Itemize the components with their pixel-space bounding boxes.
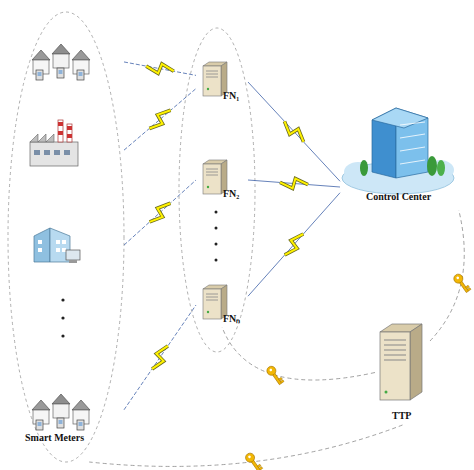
wireless-link bbox=[124, 305, 196, 410]
lightning-outline bbox=[146, 64, 174, 74]
key-icon bbox=[265, 365, 284, 387]
key-icon bbox=[244, 451, 263, 470]
node-label: FN₁ bbox=[223, 90, 239, 102]
lightning-outline bbox=[152, 346, 168, 369]
key-bow bbox=[265, 365, 278, 378]
key-bow bbox=[452, 272, 465, 285]
key-tooth bbox=[280, 380, 284, 383]
lightning-bolt bbox=[285, 121, 304, 141]
key-hole bbox=[269, 368, 273, 372]
trusted-third-party: TTP bbox=[375, 320, 430, 425]
lightning-bolt bbox=[149, 110, 170, 128]
lightning-outline bbox=[149, 110, 170, 128]
wireless-link bbox=[124, 180, 196, 245]
lightning-outline bbox=[285, 234, 304, 255]
key-hole bbox=[248, 455, 252, 459]
key-distribution-link bbox=[430, 210, 471, 341]
key-tooth bbox=[279, 377, 283, 380]
key-distribution-link bbox=[222, 327, 375, 386]
lightning-bolt bbox=[285, 234, 304, 255]
fog-node: FN₂ bbox=[196, 158, 248, 202]
wireless-link bbox=[248, 179, 340, 189]
lightning-bolt bbox=[150, 203, 171, 222]
link-line bbox=[248, 82, 340, 181]
lightning-bolt bbox=[146, 64, 174, 74]
dashed-curve bbox=[430, 210, 464, 341]
link-line bbox=[124, 180, 196, 245]
lightning-outline bbox=[150, 203, 171, 222]
link-line bbox=[124, 305, 196, 410]
wireless-link bbox=[248, 193, 340, 296]
key-tooth bbox=[257, 464, 261, 467]
control-center: Control Center bbox=[340, 95, 465, 210]
node-label: TTP bbox=[392, 410, 411, 422]
key-tooth bbox=[259, 467, 263, 470]
lightning-outline bbox=[285, 121, 304, 141]
lightning-bolt bbox=[152, 346, 168, 369]
key-distribution-link bbox=[89, 425, 402, 470]
key-icon bbox=[452, 272, 471, 294]
wireless-link bbox=[124, 62, 196, 75]
node-label: FN₂ bbox=[223, 188, 239, 200]
key-bow bbox=[244, 451, 257, 464]
key-hole bbox=[456, 276, 460, 280]
dashed-curve bbox=[89, 425, 402, 466]
fog-node: FN₁ bbox=[196, 60, 248, 104]
wireless-link bbox=[248, 82, 340, 181]
key-tooth bbox=[466, 285, 470, 288]
key-tooth bbox=[467, 288, 471, 291]
wireless-link bbox=[124, 89, 196, 151]
node-label: FNₙ bbox=[223, 313, 240, 325]
lightning-bolt bbox=[280, 179, 308, 189]
smart-meter-group: Smart Meters bbox=[8, 12, 124, 462]
node-label: Smart Meters bbox=[25, 432, 84, 444]
link-line bbox=[124, 89, 196, 151]
node-label: Control Center bbox=[366, 191, 431, 203]
lightning-outline bbox=[280, 179, 308, 189]
fog-node: FNₙ bbox=[196, 283, 248, 327]
dashed-curve bbox=[222, 327, 375, 380]
link-line bbox=[248, 193, 340, 296]
link-line bbox=[124, 62, 196, 75]
